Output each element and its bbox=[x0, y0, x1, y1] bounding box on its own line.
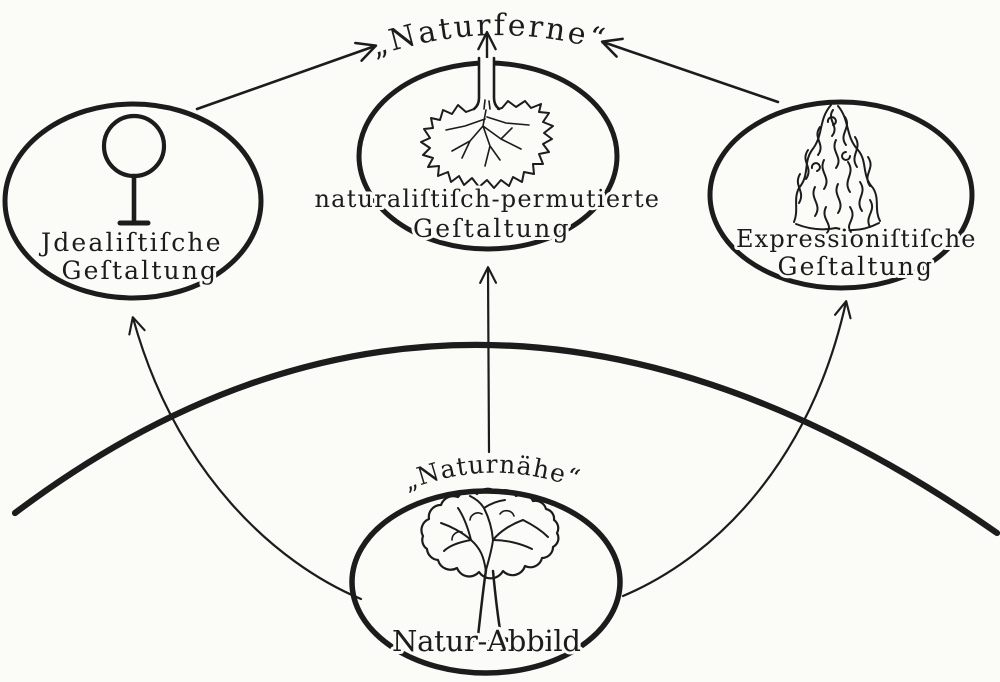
horizon-arc bbox=[11, 341, 1000, 537]
abbild-label: Natur-Abbild bbox=[392, 624, 582, 658]
flame-tree-icon bbox=[793, 104, 881, 234]
permuted-label-line1: naturaliſtiſch-permutierte bbox=[315, 185, 660, 213]
expressionistic-label-line1: Expressioniſtiſche bbox=[736, 225, 976, 253]
node-expressionistic: Expressioniſtiſche Geſtaltung bbox=[707, 99, 979, 291]
idealistic-ellipse bbox=[2, 101, 264, 301]
arrow-abbild-to-expressionistic bbox=[621, 300, 852, 598]
idealistic-label-line1: Jdealiſtiſche bbox=[38, 228, 221, 257]
abbild-ellipse bbox=[349, 488, 623, 676]
naturalistic-tree-icon bbox=[420, 487, 560, 642]
expressionistic-label-line2: Geſtaltung bbox=[778, 252, 933, 281]
inverted-tree-icon bbox=[420, 56, 554, 189]
arrow-expressionistic-to-naturferne bbox=[600, 37, 780, 104]
node-permuted: naturaliſtiſch-permutierte Geſtaltung bbox=[312, 56, 662, 252]
node-idealistic: Jdealiſtiſche Geſtaltung bbox=[2, 101, 264, 301]
arrow-idealistic-to-naturferne bbox=[195, 41, 378, 111]
node-abbild: Natur-Abbild bbox=[349, 487, 623, 676]
idealistic-label-line2: Geſtaltung bbox=[62, 256, 217, 285]
arrow-abbild-to-permuted bbox=[479, 266, 498, 454]
permuted-label-line2: Geſtaltung bbox=[413, 214, 569, 243]
idealized-tree-icon bbox=[101, 113, 167, 226]
expressionistic-ellipse bbox=[707, 99, 975, 291]
arrow-abbild-to-idealistic bbox=[128, 316, 363, 601]
